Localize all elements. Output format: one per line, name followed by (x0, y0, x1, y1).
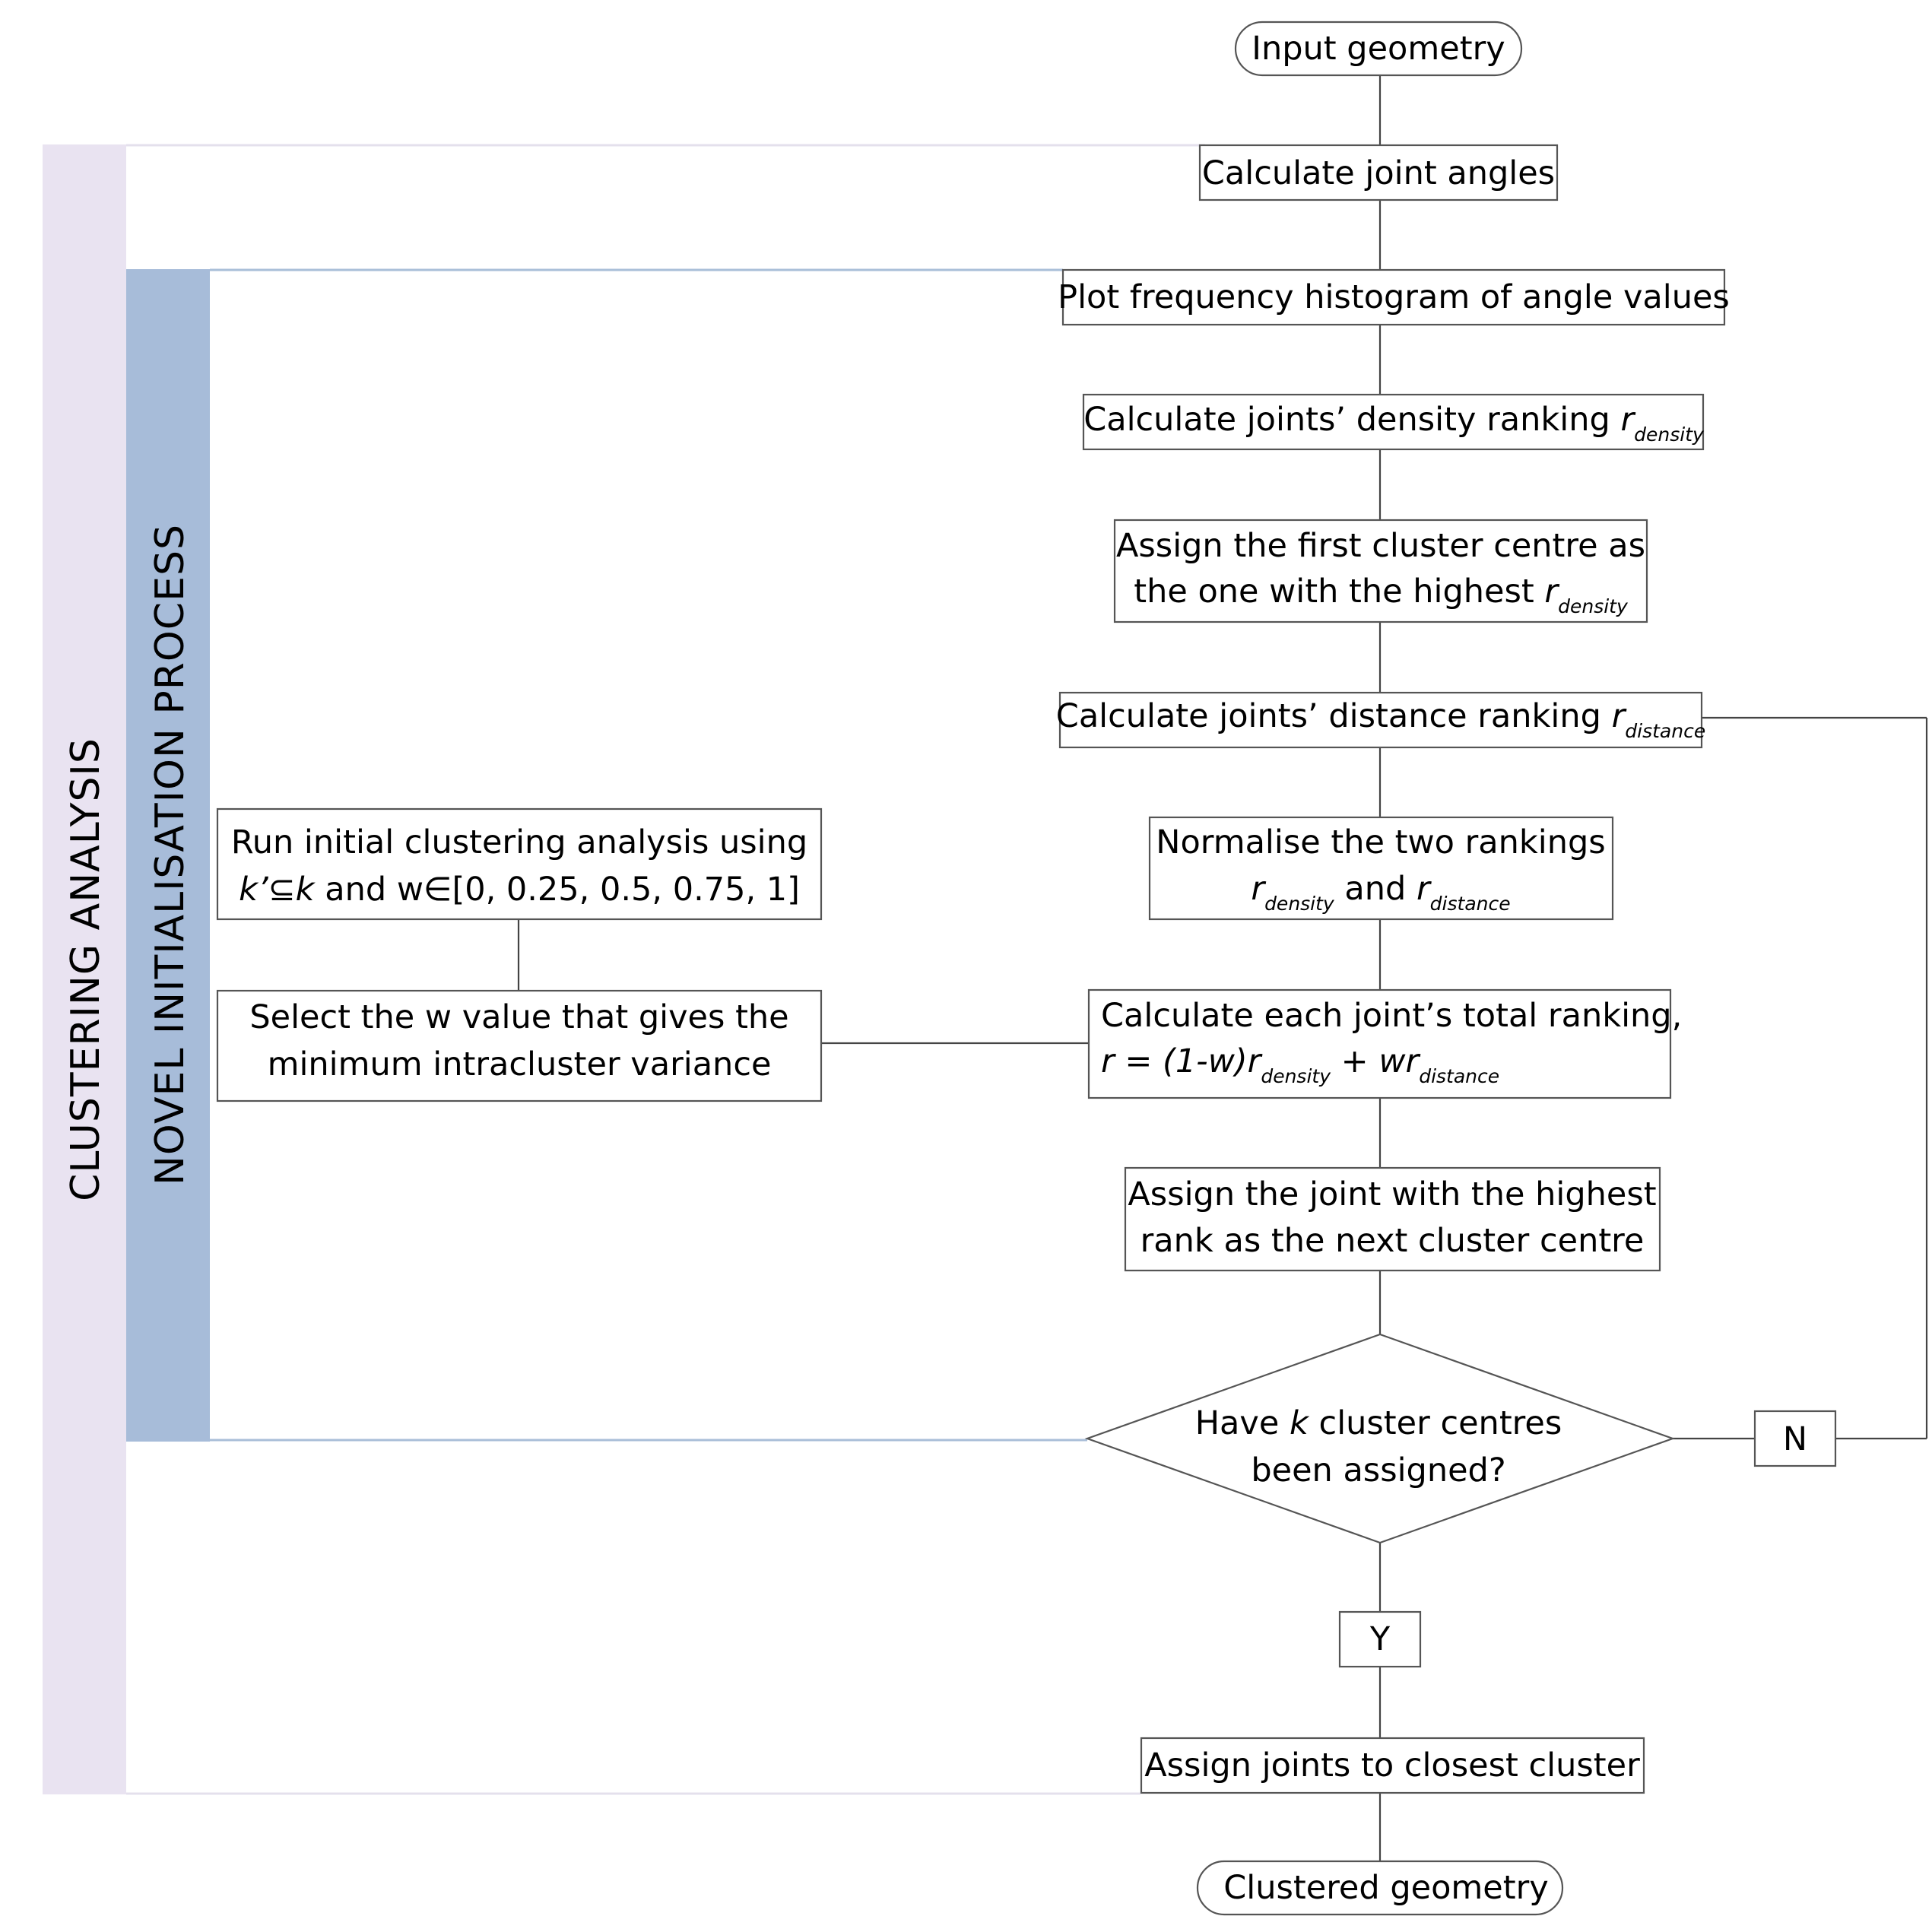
run-initial-var: k’ (239, 871, 268, 909)
clustered-geometry-label: Clustered geometry (1223, 1869, 1548, 1907)
total-ranking-formula-a: r = (1-w)r (1101, 1042, 1263, 1080)
novel-initialisation-label: NOVEL INITIALISATION PROCESS (148, 524, 193, 1185)
clustering-analysis-label: CLUSTERING ANALYSIS (63, 738, 109, 1201)
normalise-line1: Normalise the two rankings (1156, 823, 1605, 861)
plot-histogram-label: Plot frequency histogram of angle values (1058, 278, 1730, 316)
first-centre-sub: density (1558, 595, 1629, 617)
first-centre-line2: the one with the highest (1134, 573, 1544, 611)
no-branch-node: N (1753, 1410, 1837, 1467)
calculate-joint-angles-node: Calculate joint angles (1198, 144, 1559, 201)
select-w-line1: Select the w value that gives the (249, 998, 788, 1036)
distance-ranking-node: Calculate joints’ distance ranking rdist… (1056, 691, 1705, 749)
first-centre-var: r (1544, 573, 1559, 611)
next-centre-node: Assign the joint with the highest rank a… (1124, 1166, 1661, 1272)
run-initial-var2: k (296, 871, 316, 909)
yes-branch-node: Y (1338, 1610, 1422, 1668)
yes-label: Y (1369, 1620, 1391, 1658)
total-ranking-sub-b: distance (1419, 1065, 1499, 1087)
total-ranking-line1: Calculate each joint’s total ranking, (1101, 997, 1682, 1035)
distance-ranking-text: Calculate joints’ distance ranking (1056, 697, 1612, 735)
novel-initialisation-band (126, 269, 210, 1442)
normalise-node: Normalise the two rankings rdensity and … (1148, 816, 1614, 921)
density-ranking-var: r (1620, 401, 1635, 439)
first-centre-node: Assign the first cluster centre as the o… (1113, 519, 1648, 623)
svg-text:k’⊆k and w∈[0, 0.25, 0.5, 0.75: k’⊆k and w∈[0, 0.25, 0.5, 0.75, 1] (239, 871, 800, 909)
clustered-geometry-node: Clustered geometry (1196, 1860, 1564, 1916)
normalise-var-b: r (1416, 870, 1432, 908)
decision-line1-b: cluster centres (1309, 1404, 1562, 1442)
density-ranking-text: Calculate joints’ density ranking (1083, 401, 1620, 439)
run-initial-rest: and w∈[0, 0.25, 0.5, 0.75, 1] (315, 871, 800, 909)
svg-text:Have k cluster centres: Have k cluster centres (1195, 1404, 1562, 1442)
assign-joints-node: Assign joints to closest cluster (1140, 1737, 1645, 1794)
select-w-line2: minimum intracluster variance (268, 1045, 772, 1083)
svg-text:Calculate joints’ density rank: Calculate joints’ density ranking rdensi… (1083, 401, 1705, 446)
clustering-analysis-band (43, 144, 126, 1794)
normalise-var-a: r (1251, 870, 1266, 908)
svg-text:r = (1-w)rdensity + wrdistance: r = (1-w)rdensity + wrdistance (1101, 1042, 1499, 1087)
select-w-node: Select the w value that gives the minimu… (216, 989, 823, 1102)
calculate-joint-angles-label: Calculate joint angles (1202, 154, 1555, 192)
run-initial-line1: Run initial clustering analysis using (231, 823, 807, 861)
total-ranking-node: Calculate each joint’s total ranking, r … (1087, 988, 1682, 1099)
distance-ranking-var: r (1612, 697, 1627, 735)
normalise-sub-b: distance (1430, 893, 1511, 915)
svg-text:rdensity and rdistance: rdensity and rdistance (1251, 870, 1510, 915)
svg-text:Calculate joints’ distance ran: Calculate joints’ distance ranking rdist… (1056, 697, 1705, 742)
decision-line2: been assigned? (1251, 1451, 1505, 1489)
next-centre-line1: Assign the joint with the highest (1128, 1175, 1656, 1213)
input-geometry-node: Input geometry (1234, 21, 1523, 77)
next-centre-line2: rank as the next cluster centre (1140, 1222, 1645, 1260)
distance-ranking-sub: distance (1625, 720, 1705, 742)
decision-line1-a: Have (1195, 1404, 1290, 1442)
run-initial-clustering-node: Run initial clustering analysis using k’… (216, 807, 823, 921)
normalise-sub-a: density (1264, 893, 1335, 915)
connectors (517, 75, 1928, 1861)
normalise-and: and (1334, 870, 1416, 908)
total-ranking-formula-b: + wr (1331, 1042, 1421, 1080)
first-centre-line1: Assign the first cluster centre as (1116, 527, 1645, 565)
svg-text:the one with the highest rdens: the one with the highest rdensity (1134, 573, 1629, 617)
assign-joints-label: Assign joints to closest cluster (1144, 1746, 1640, 1784)
decision-node: Have k cluster centres been assigned? (1084, 1333, 1676, 1544)
plot-histogram-node: Plot frequency histogram of angle values (1058, 268, 1730, 326)
input-geometry-label: Input geometry (1252, 30, 1505, 68)
decision-var: k (1290, 1404, 1310, 1442)
density-ranking-node: Calculate joints’ density ranking rdensi… (1082, 393, 1705, 451)
total-ranking-sub-a: density (1261, 1065, 1331, 1087)
no-label: N (1783, 1420, 1807, 1458)
density-ranking-sub: density (1634, 424, 1705, 446)
run-initial-subset-symbol: ⊆ (268, 871, 296, 909)
